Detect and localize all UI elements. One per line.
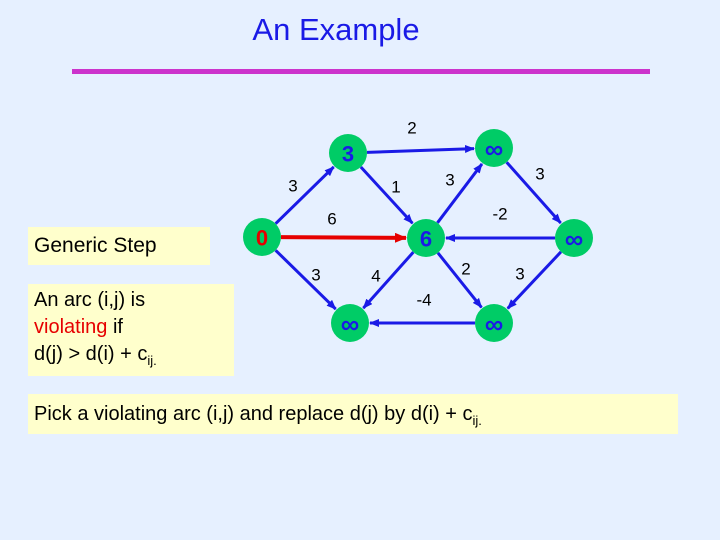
inequality: d(j) > d(i) + c [34,343,148,365]
edge-label-n1-n3: 1 [391,178,400,197]
edge-label-n0-n3: 6 [327,210,336,229]
edge-n1-n3 [359,165,414,225]
edge-label-n2-n4: 3 [535,165,544,184]
edge-label-n3-n2: 3 [445,171,454,190]
instruction-text: Pick a violating arc (i,j) and replace d… [28,394,678,434]
node-n6 [475,304,513,342]
node-n5 [331,304,369,342]
slide-title: An Example [252,12,420,47]
edge-n0-n3 [280,232,408,243]
graph-nodes: 0 3 ∞ 6 ∞ ∞ ∞ [243,129,593,342]
edge-n0-n5 [274,249,337,311]
edge-label-n4-n6: 3 [515,265,524,284]
generic-step-label: Generic Step [28,227,210,265]
violating-word: violating [34,316,108,338]
definition-line-3: d(j) > d(i) + cij. [34,341,228,374]
edge-label-n1-n2: 2 [407,119,416,138]
edge-n1-n2 [366,144,476,154]
definition-line-2: violating if [34,314,228,341]
graph-edges [274,144,563,327]
graph-edge-labels: 3 2 1 6 3 3 3 -2 4 -4 2 3 [288,119,544,310]
node-label-n5: ∞ [341,309,360,339]
edge-n3-n6 [436,251,483,309]
title-underline [72,69,650,74]
instruction-subscript: ij. [472,413,482,428]
node-n2 [475,129,513,167]
node-n0 [243,218,281,256]
node-n3 [407,219,445,257]
edge-n3-n2 [436,163,484,224]
edge-n2-n4 [505,161,562,225]
node-label-n0: 0 [256,226,268,251]
node-label-n2: ∞ [485,134,504,164]
node-n1 [329,134,367,172]
violating-arc-definition: An arc (i,j) is violating if d(j) > d(i)… [28,284,234,376]
inequality-subscript: ij. [147,353,157,368]
node-label-n1: 3 [342,142,354,167]
node-label-n3: 6 [420,227,432,252]
edge-label-n6-n5: -4 [416,291,431,310]
definition-line-1: An arc (i,j) is [34,289,146,311]
node-label-n6: ∞ [485,309,504,339]
edge-label-n3-n6: 2 [461,260,470,279]
edge-label-n0-n5: 3 [311,266,320,285]
node-n4 [555,219,593,257]
node-label-n4: ∞ [565,224,584,254]
edge-label-n3-n5: 4 [371,267,380,286]
edge-n3-n5 [362,251,415,310]
edge-label-n4-n3: -2 [492,205,507,224]
instruction-main: Pick a violating arc (i,j) and replace d… [34,403,473,425]
edge-label-n0-n1: 3 [288,177,297,196]
edge-n0-n1 [274,165,335,225]
edge-n4-n6 [506,250,563,310]
if-word: if [107,316,123,338]
